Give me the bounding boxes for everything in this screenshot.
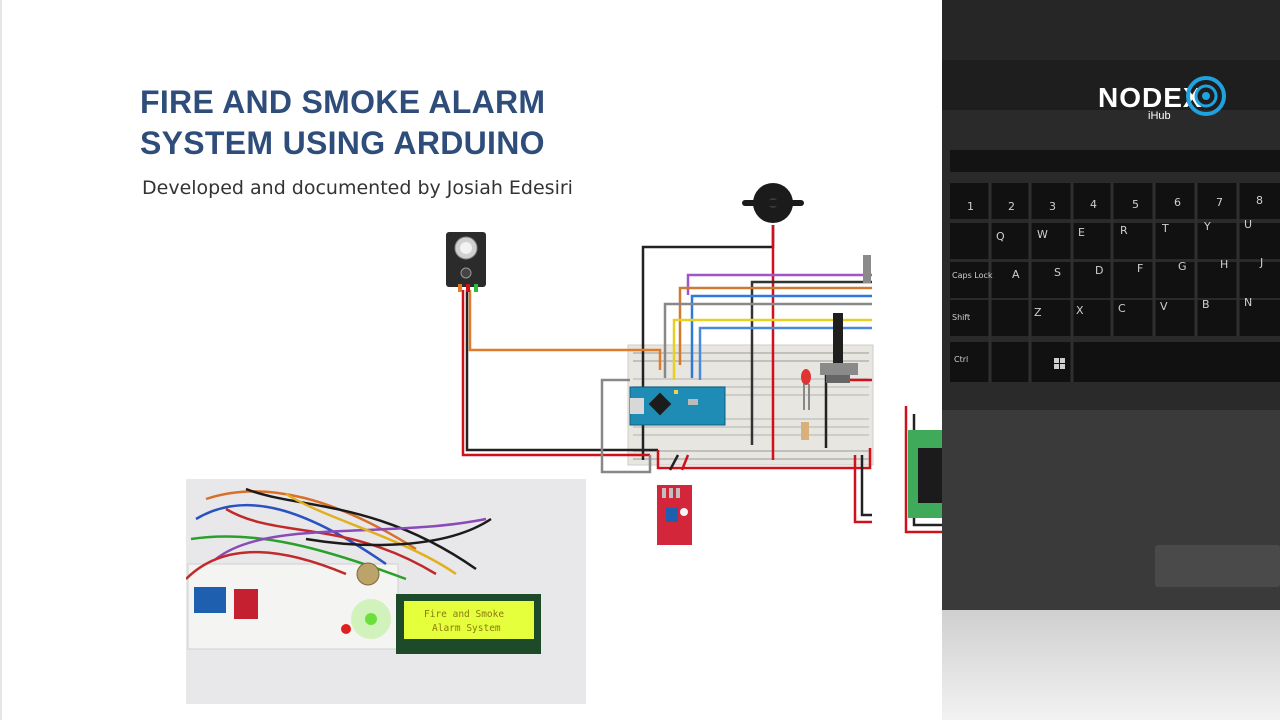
key-shift: Shift xyxy=(952,313,970,322)
key-6: 6 xyxy=(1174,196,1181,209)
key-t: T xyxy=(1161,222,1169,235)
potentiometer xyxy=(820,313,858,383)
key-g: G xyxy=(1178,260,1187,273)
arduino-nano xyxy=(629,386,726,426)
key-1: 1 xyxy=(967,200,974,213)
wire-violet xyxy=(686,273,872,295)
wire-red-bottom xyxy=(656,448,872,470)
key-v: V xyxy=(1160,300,1168,313)
key-3: 3 xyxy=(1049,200,1056,213)
slide-title-line-2: SYSTEM USING ARDUINO xyxy=(140,125,545,161)
prototype-photo-drawing: Fire and Smoke Alarm System xyxy=(186,479,586,704)
prototype-photo: Fire and Smoke Alarm System xyxy=(186,479,586,704)
wire-blue xyxy=(690,294,872,378)
key-w: W xyxy=(1037,228,1048,241)
wire-right-red xyxy=(853,455,872,524)
key-5: 5 xyxy=(1132,198,1139,211)
smoke-sensor-module xyxy=(446,232,486,292)
wire-flame xyxy=(668,454,680,471)
webcam-overlay: 1 2 3 4 5 6 7 8 Q W E R T Y U Caps Lock … xyxy=(942,0,1280,720)
key-ctrl: Ctrl xyxy=(954,355,968,364)
key-c: C xyxy=(1118,302,1126,315)
wire-gray xyxy=(663,302,872,378)
wire-blue-2 xyxy=(698,326,872,380)
key-q: Q xyxy=(996,230,1005,243)
slide-left-border xyxy=(0,0,2,720)
brand-sub-text: iHub xyxy=(1148,110,1171,122)
windows-key-icon xyxy=(1054,358,1065,369)
wire-orange-top xyxy=(678,286,872,365)
key-s: S xyxy=(1054,266,1061,279)
key-y: Y xyxy=(1203,220,1211,233)
key-8: 8 xyxy=(1256,194,1263,207)
webcam-feed: 1 2 3 4 5 6 7 8 Q W E R T Y U Caps Lock … xyxy=(942,0,1280,720)
key-e: E xyxy=(1078,226,1085,239)
key-4: 4 xyxy=(1090,198,1097,211)
wire-sensor-black xyxy=(465,290,658,452)
flame-sensor-module xyxy=(657,485,692,545)
lcd-line-2: Alarm System xyxy=(432,623,501,634)
presentation-slide: FIRE AND SMOKE ALARM SYSTEM USING ARDUIN… xyxy=(0,0,942,720)
wire-flame-2 xyxy=(680,454,690,471)
keyboard-z-row: Shift Z X C V B N xyxy=(952,296,1252,322)
wire-dark xyxy=(750,280,872,445)
wire-sensor-orange xyxy=(468,290,662,370)
wire-right-black xyxy=(860,455,872,517)
slide-title-line-1: FIRE AND SMOKE ALARM xyxy=(140,84,546,120)
lcd-line-1: Fire and Smoke xyxy=(424,609,504,620)
key-2: 2 xyxy=(1008,200,1015,213)
brand-main-text: NODEX xyxy=(1098,82,1203,113)
red-led xyxy=(801,369,811,440)
key-d: D xyxy=(1095,264,1103,277)
key-n: N xyxy=(1244,296,1252,309)
key-r: R xyxy=(1120,224,1128,237)
photo-buzzer xyxy=(356,562,380,586)
circuit-diagram xyxy=(446,183,942,545)
slide-subtitle: Developed and documented by Josiah Edesi… xyxy=(142,177,573,199)
slide-title: FIRE AND SMOKE ALARM SYSTEM USING ARDUIN… xyxy=(140,82,660,164)
key-x: X xyxy=(1076,304,1084,317)
wire-sensor-red xyxy=(461,290,650,457)
key-7: 7 xyxy=(1216,196,1223,209)
brand-watermark: NODEX iHub xyxy=(1098,76,1226,122)
keyboard-number-row: 1 2 3 4 5 6 7 8 xyxy=(967,194,1263,213)
key-a: A xyxy=(1012,268,1020,281)
keyboard-keys xyxy=(950,150,1280,382)
photo-arduino xyxy=(194,587,226,613)
photo-green-led xyxy=(365,613,377,625)
brand-target-icon xyxy=(1186,76,1226,116)
key-f: F xyxy=(1137,262,1143,275)
keyboard-q-row: Q W E R T Y U xyxy=(996,218,1252,243)
desk-surface xyxy=(942,610,1280,720)
key-h: H xyxy=(1220,258,1228,271)
key-u: U xyxy=(1244,218,1252,231)
laptop-trackpad xyxy=(1155,545,1280,587)
wire-right-dark xyxy=(904,406,942,534)
wire-gray-loop xyxy=(600,378,652,474)
wire-yellow xyxy=(672,318,872,380)
key-z: Z xyxy=(1034,306,1042,319)
key-j: J xyxy=(1259,256,1263,269)
keyboard-a-row: Caps Lock A S D F G H J xyxy=(952,256,1263,281)
key-caps-lock: Caps Lock xyxy=(952,271,993,280)
photo-red-led xyxy=(341,624,351,634)
slide-edge-icon xyxy=(863,255,871,283)
key-b: B xyxy=(1202,298,1210,311)
buzzer xyxy=(742,183,804,223)
photo-lcd-module: Fire and Smoke Alarm System xyxy=(396,594,541,654)
photo-flame-sensor xyxy=(234,589,258,619)
